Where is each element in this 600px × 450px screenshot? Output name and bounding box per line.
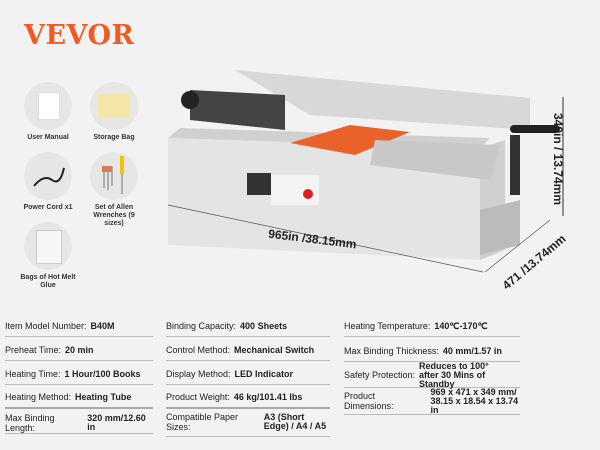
vevor-logo: VEVOR	[24, 20, 135, 51]
accessory-user-manual: User Manual	[18, 82, 78, 142]
accessory-glue-bags: Bags of Hot Melt Glue	[18, 222, 78, 290]
accessory-storage-bag: Storage Bag	[84, 82, 144, 142]
binding-machine-image	[167, 70, 564, 273]
spec-preheat: Preheat Time:20 min	[5, 340, 153, 361]
spec-display: Display Method:LED Indicator	[166, 364, 330, 385]
spec-binding-length: Max Binding Length:320 mm/12.60 in	[5, 413, 153, 434]
spec-heating-method: Heating Method:Heating Tube	[5, 387, 153, 409]
allen-wrench-icon	[90, 152, 138, 200]
spec-safety: Safety Protection:Reduces to 100° after …	[344, 361, 520, 388]
spec-dimensions: Product Dimensions:969 x 471 x 349 mm/ 3…	[344, 386, 520, 415]
spec-control: Control Method:Mechanical Switch	[166, 340, 330, 361]
spec-paper-sizes: Compatible Paper Sizes:A3 (Short Edge) /…	[166, 408, 330, 437]
glue-bag-icon	[24, 222, 72, 270]
spec-model: Item Model Number:B40M	[5, 316, 153, 337]
height-dimension-label: 349in / 13.74mm	[551, 112, 566, 206]
power-cord-icon	[24, 152, 72, 200]
spec-capacity: Binding Capacity:400 Sheets	[166, 316, 330, 337]
spec-weight: Product Weight:46 kg/101.41 lbs	[166, 387, 330, 409]
accessory-allen-wrenches: Set of Allen Wrenches (9 sizes)	[84, 152, 144, 228]
manual-icon	[24, 82, 72, 130]
bag-icon	[90, 82, 138, 130]
spec-temperature: Heating Temperature:140℃-170℃	[344, 316, 520, 337]
spec-thickness: Max Binding Thickness:40 mm/1.57 in	[344, 341, 520, 362]
spec-heating-time: Heating Time:1 Hour/100 Books	[5, 364, 153, 385]
accessory-power-cord: Power Cord x1	[18, 152, 78, 212]
